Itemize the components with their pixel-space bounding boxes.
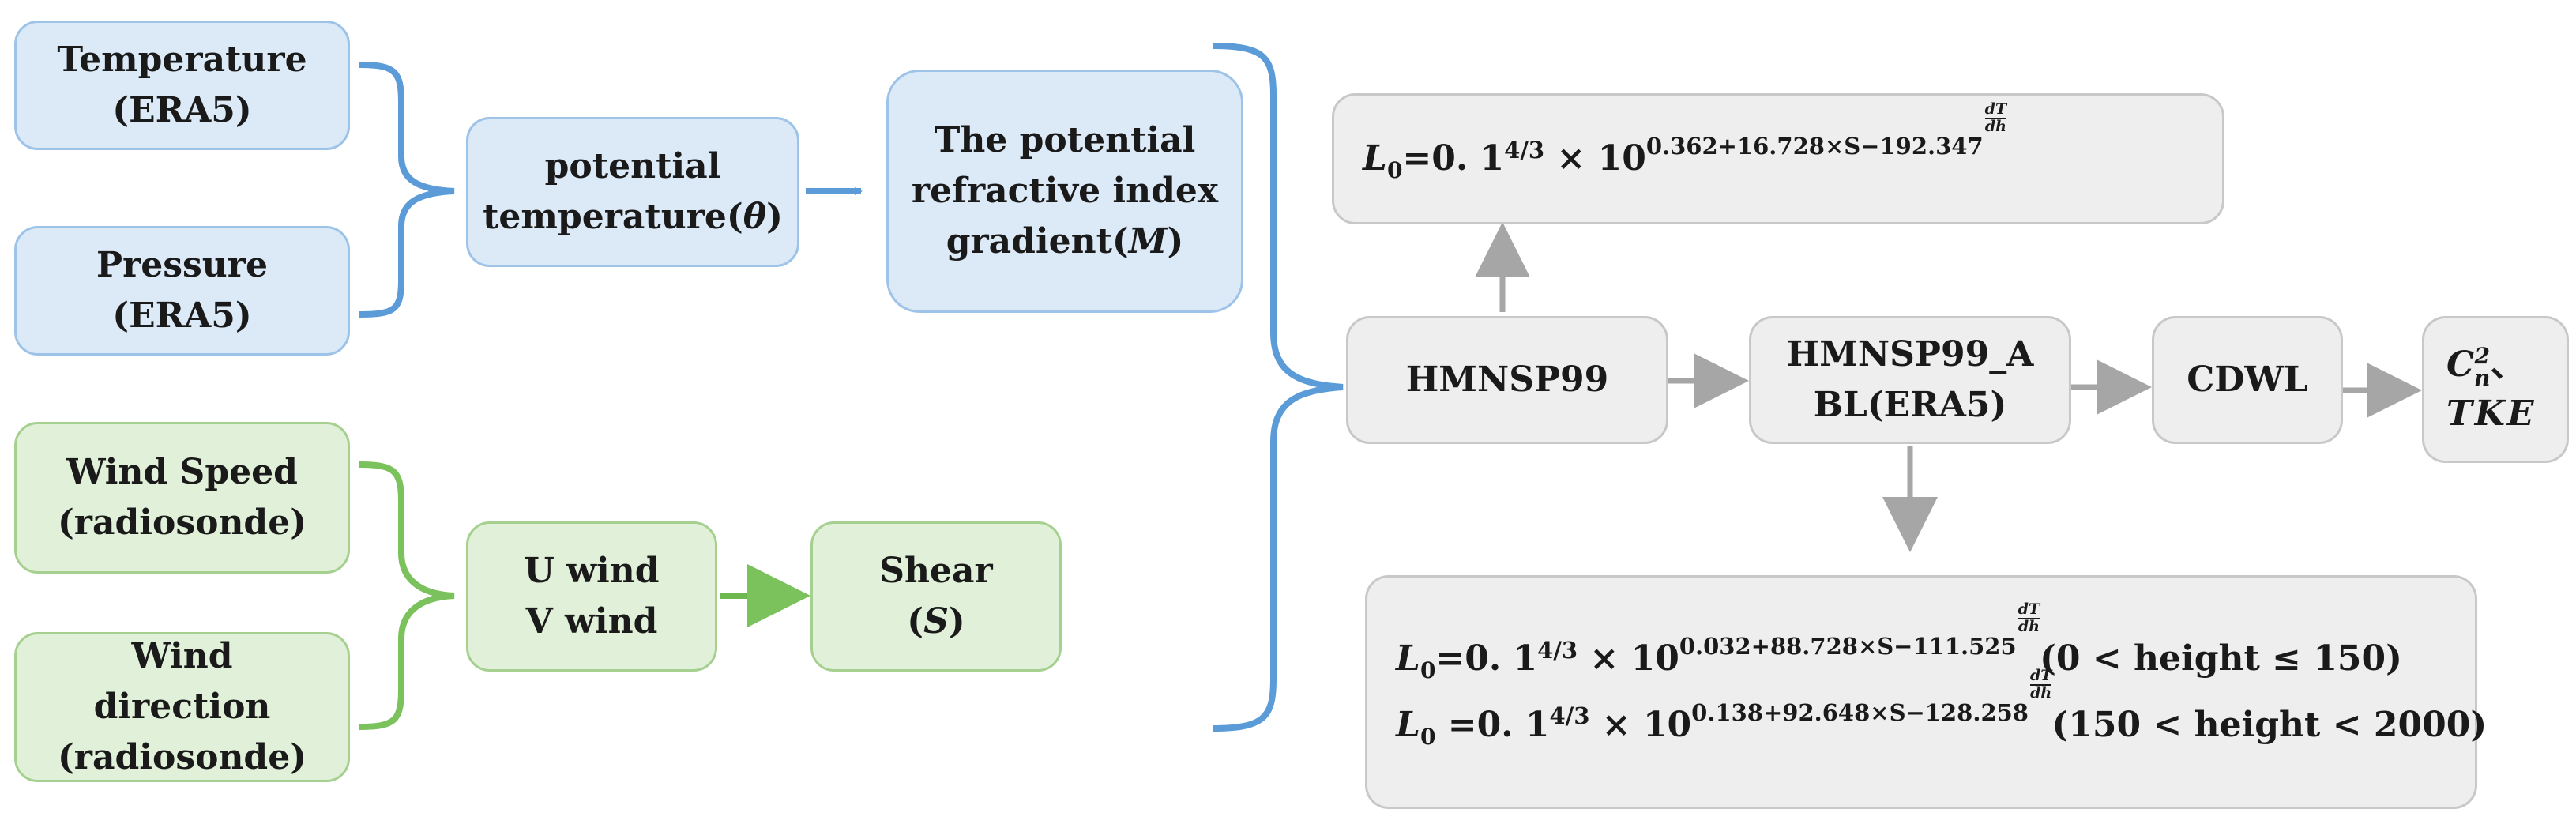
cdwl-node: CDWL: [2152, 316, 2343, 444]
hmnsp99-abl-node: HMNSP99_A BL(ERA5): [1749, 316, 2071, 444]
wind-direction-node: Wind direction (radiosonde): [14, 632, 350, 782]
wind-speed-node: Wind Speed (radiosonde): [14, 422, 350, 574]
temperature-node: Temperature (ERA5): [14, 21, 350, 150]
brace-temperature-pressure: [359, 62, 455, 318]
shear-node: Shear (S): [810, 521, 1062, 672]
potential-temperature-node: potential temperature(θ): [466, 117, 799, 267]
brace-main: [1212, 43, 1344, 732]
pressure-node: Pressure (ERA5): [14, 226, 350, 356]
refractive-gradient-node: The potential refractive index gradient(…: [886, 70, 1243, 313]
hmnsp99-node: HMNSP99: [1346, 316, 1668, 444]
brace-wind: [359, 461, 455, 730]
uv-wind-node: U wind V wind: [466, 521, 717, 672]
